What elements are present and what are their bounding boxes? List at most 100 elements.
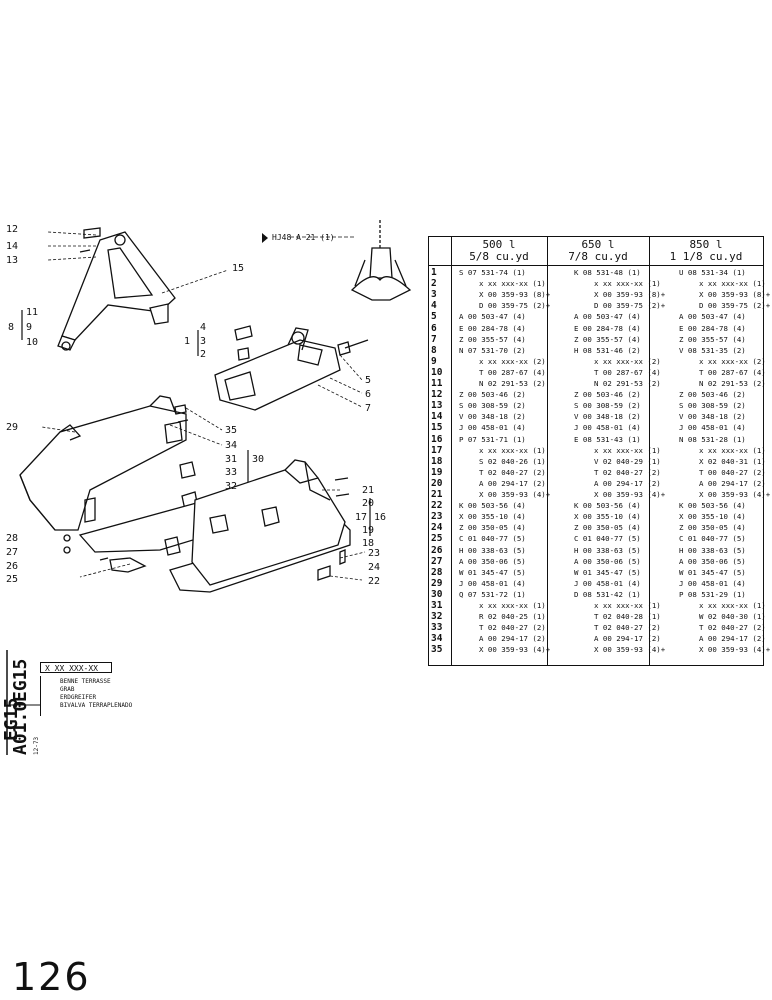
part-500: E 00 284-78 (4)	[459, 323, 526, 333]
label-18: 18	[362, 538, 374, 549]
part-500: N 07 531-70 (2)	[459, 345, 526, 355]
part-850: X 02 040-31 (1)	[699, 456, 766, 466]
part-650: Z 00 355-57 (4)	[574, 334, 641, 344]
label-35: 35	[225, 425, 237, 436]
page-number: 126	[12, 955, 91, 999]
part-500: C 01 040-77 (5)	[459, 534, 526, 544]
row-number: 7	[431, 333, 437, 345]
label-1: 1	[184, 336, 190, 347]
row-number: 3	[431, 289, 437, 301]
label-5: 5	[365, 375, 371, 386]
part-850: A 00 294-17 (2)	[699, 478, 766, 488]
row-number: 16	[431, 433, 443, 445]
part-650: Z 00 503-46 (2)	[574, 390, 641, 400]
part-850: C 01 040-77 (5)	[679, 534, 746, 544]
part-850: D 00 359-75 (2)+	[699, 301, 771, 311]
part-850: W 02 040-30 (1)	[699, 612, 766, 622]
part-650: E 08 531-43 (1)	[574, 434, 641, 444]
part-500: S 02 040-26 (1)	[479, 456, 546, 466]
part-500: K 00 503-56 (4)	[459, 501, 526, 511]
part-500: H 00 338-63 (5)	[459, 545, 526, 555]
row-number: 15	[431, 422, 443, 434]
model-code-rotated: EG15	[10, 659, 31, 702]
label-25: 25	[6, 574, 18, 585]
part-500: Z 00 503-46 (2)	[459, 390, 526, 400]
part-850: U 08 531-34 (1)	[679, 268, 746, 277]
label-7: 7	[365, 403, 371, 414]
part-650: A 00 350-06 (5)	[574, 556, 641, 566]
part-850: A 00 503-47 (4)	[679, 312, 746, 322]
part-650: K 08 531-48 (1)	[574, 268, 641, 277]
label-10: 10	[26, 337, 38, 348]
part-500: x xx xxx-xx (1)	[479, 445, 546, 455]
row-number: 11	[431, 378, 443, 389]
part-650: J 00 458-01 (4)	[574, 578, 641, 588]
part-500: R 02 040-25 (1)	[479, 612, 546, 622]
row-number: 28	[431, 566, 443, 578]
row-number: 21	[431, 489, 443, 500]
row-number: 27	[431, 555, 443, 567]
label-14: 14	[6, 241, 18, 252]
date-code: 12-73	[33, 737, 40, 755]
title-en: GRAB	[60, 686, 75, 693]
part-850: J 00 458-01 (4)	[679, 578, 746, 588]
row-number: 5	[431, 311, 437, 323]
section-code: A01.0	[10, 701, 31, 755]
row-number: 12	[431, 389, 443, 401]
reference-arrow-icon	[262, 233, 268, 243]
part-850: x xx xxx-xx (1)	[699, 445, 766, 455]
label-6: 6	[365, 389, 371, 400]
part-650: J 00 458-01 (4)	[574, 423, 641, 433]
row-number: 23	[431, 511, 443, 523]
part-850: T 00 040-27 (2)	[699, 467, 766, 477]
part-850: X 00 355-10 (4)	[679, 512, 746, 522]
row-number: 2	[431, 278, 437, 290]
label-34: 34	[225, 440, 237, 451]
part-500: X 00 355-10 (4)	[459, 512, 526, 522]
part-850: H 00 338-63 (5)	[679, 545, 746, 555]
part-650: C 01 040-77 (5)	[574, 534, 641, 544]
part-500: J 00 458-01 (4)	[459, 578, 526, 588]
part-850: A 00 294-17 (2)	[699, 634, 766, 644]
part-650: x xx xxx-xx (2)	[594, 356, 661, 366]
row-number: 35	[431, 644, 443, 656]
part-850: T 02 040-27 (2)	[699, 623, 766, 633]
part-500: X 00 359-93 (4)+	[479, 645, 551, 655]
label-16: 16	[374, 512, 386, 523]
part-500: Z 00 350-05 (4)	[459, 523, 526, 533]
part-500: Z 00 355-57 (4)	[459, 334, 526, 344]
part-650: E 00 284-78 (4)	[574, 323, 641, 333]
row-number: 31	[431, 600, 443, 611]
part-850: T 00 287-67 (4)	[699, 367, 766, 377]
part-500: J 00 458-01 (4)	[459, 423, 526, 433]
row-number: 20	[431, 477, 443, 489]
part-500: T 00 287-67 (4)	[479, 367, 546, 377]
row-number: 17	[431, 444, 443, 456]
label-9: 9	[26, 322, 32, 333]
part-500: S 07 531-74 (1)	[459, 268, 526, 277]
part-500: T 02 040-27 (2)	[479, 623, 546, 633]
part-500: A 00 294-17 (2)	[479, 634, 546, 644]
label-15: 15	[232, 263, 244, 274]
label-13: 13	[6, 255, 18, 266]
part-650: T 00 287-67 (4)	[594, 367, 661, 377]
part-850: X 00 359-93 (4)+	[699, 490, 771, 499]
part-500: x xx xxx-xx (1)	[479, 601, 546, 610]
row-number: 32	[431, 611, 443, 623]
